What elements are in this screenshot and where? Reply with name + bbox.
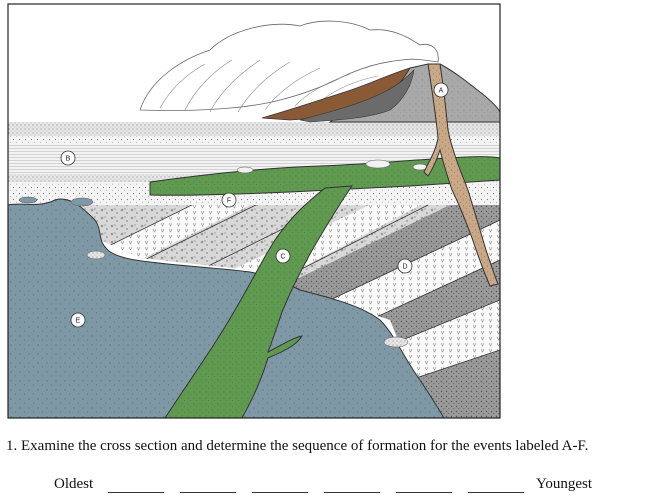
answer-blank-4[interactable] [324, 492, 380, 493]
unit-a-dike [423, 63, 499, 287]
label-d: D [397, 258, 413, 274]
frame [7, 3, 501, 419]
geologic-cross-section: A B F C D E [7, 3, 501, 419]
label-f: F [221, 192, 237, 208]
svg-text:C: C [280, 254, 285, 261]
xenolith-2 [86, 250, 106, 260]
svg-text:D: D [402, 264, 407, 271]
answer-blank-3[interactable] [252, 492, 308, 493]
lava-flow-2 [299, 69, 415, 123]
answer-blank-1[interactable] [108, 492, 164, 493]
svg-text:A: A [439, 88, 444, 95]
surface-layer-1 [8, 122, 500, 136]
svg-text:F: F [227, 198, 231, 205]
ash-fall-streaks [159, 59, 379, 113]
unit-c-dike [164, 185, 354, 419]
xenolith [383, 336, 409, 348]
oldest-label: Oldest [54, 476, 94, 492]
answer-blank-2[interactable] [180, 492, 236, 493]
answer-blank-5[interactable] [396, 492, 452, 493]
label-e: E [70, 312, 86, 328]
answer-blank-6[interactable] [468, 492, 524, 493]
ash-cloud [139, 20, 439, 111]
label-b: B [60, 150, 76, 166]
question-text: 1. Examine the cross section and determi… [6, 438, 589, 454]
label-a: A [433, 82, 449, 98]
answer-sequence-row: Oldest Youngest [0, 476, 660, 498]
surface-layer-2 [8, 136, 500, 144]
svg-text:E: E [76, 318, 81, 325]
unit-e-basement [7, 198, 445, 419]
label-c: C [275, 248, 291, 264]
youngest-label: Youngest [536, 476, 592, 492]
svg-text:B: B [66, 156, 71, 163]
